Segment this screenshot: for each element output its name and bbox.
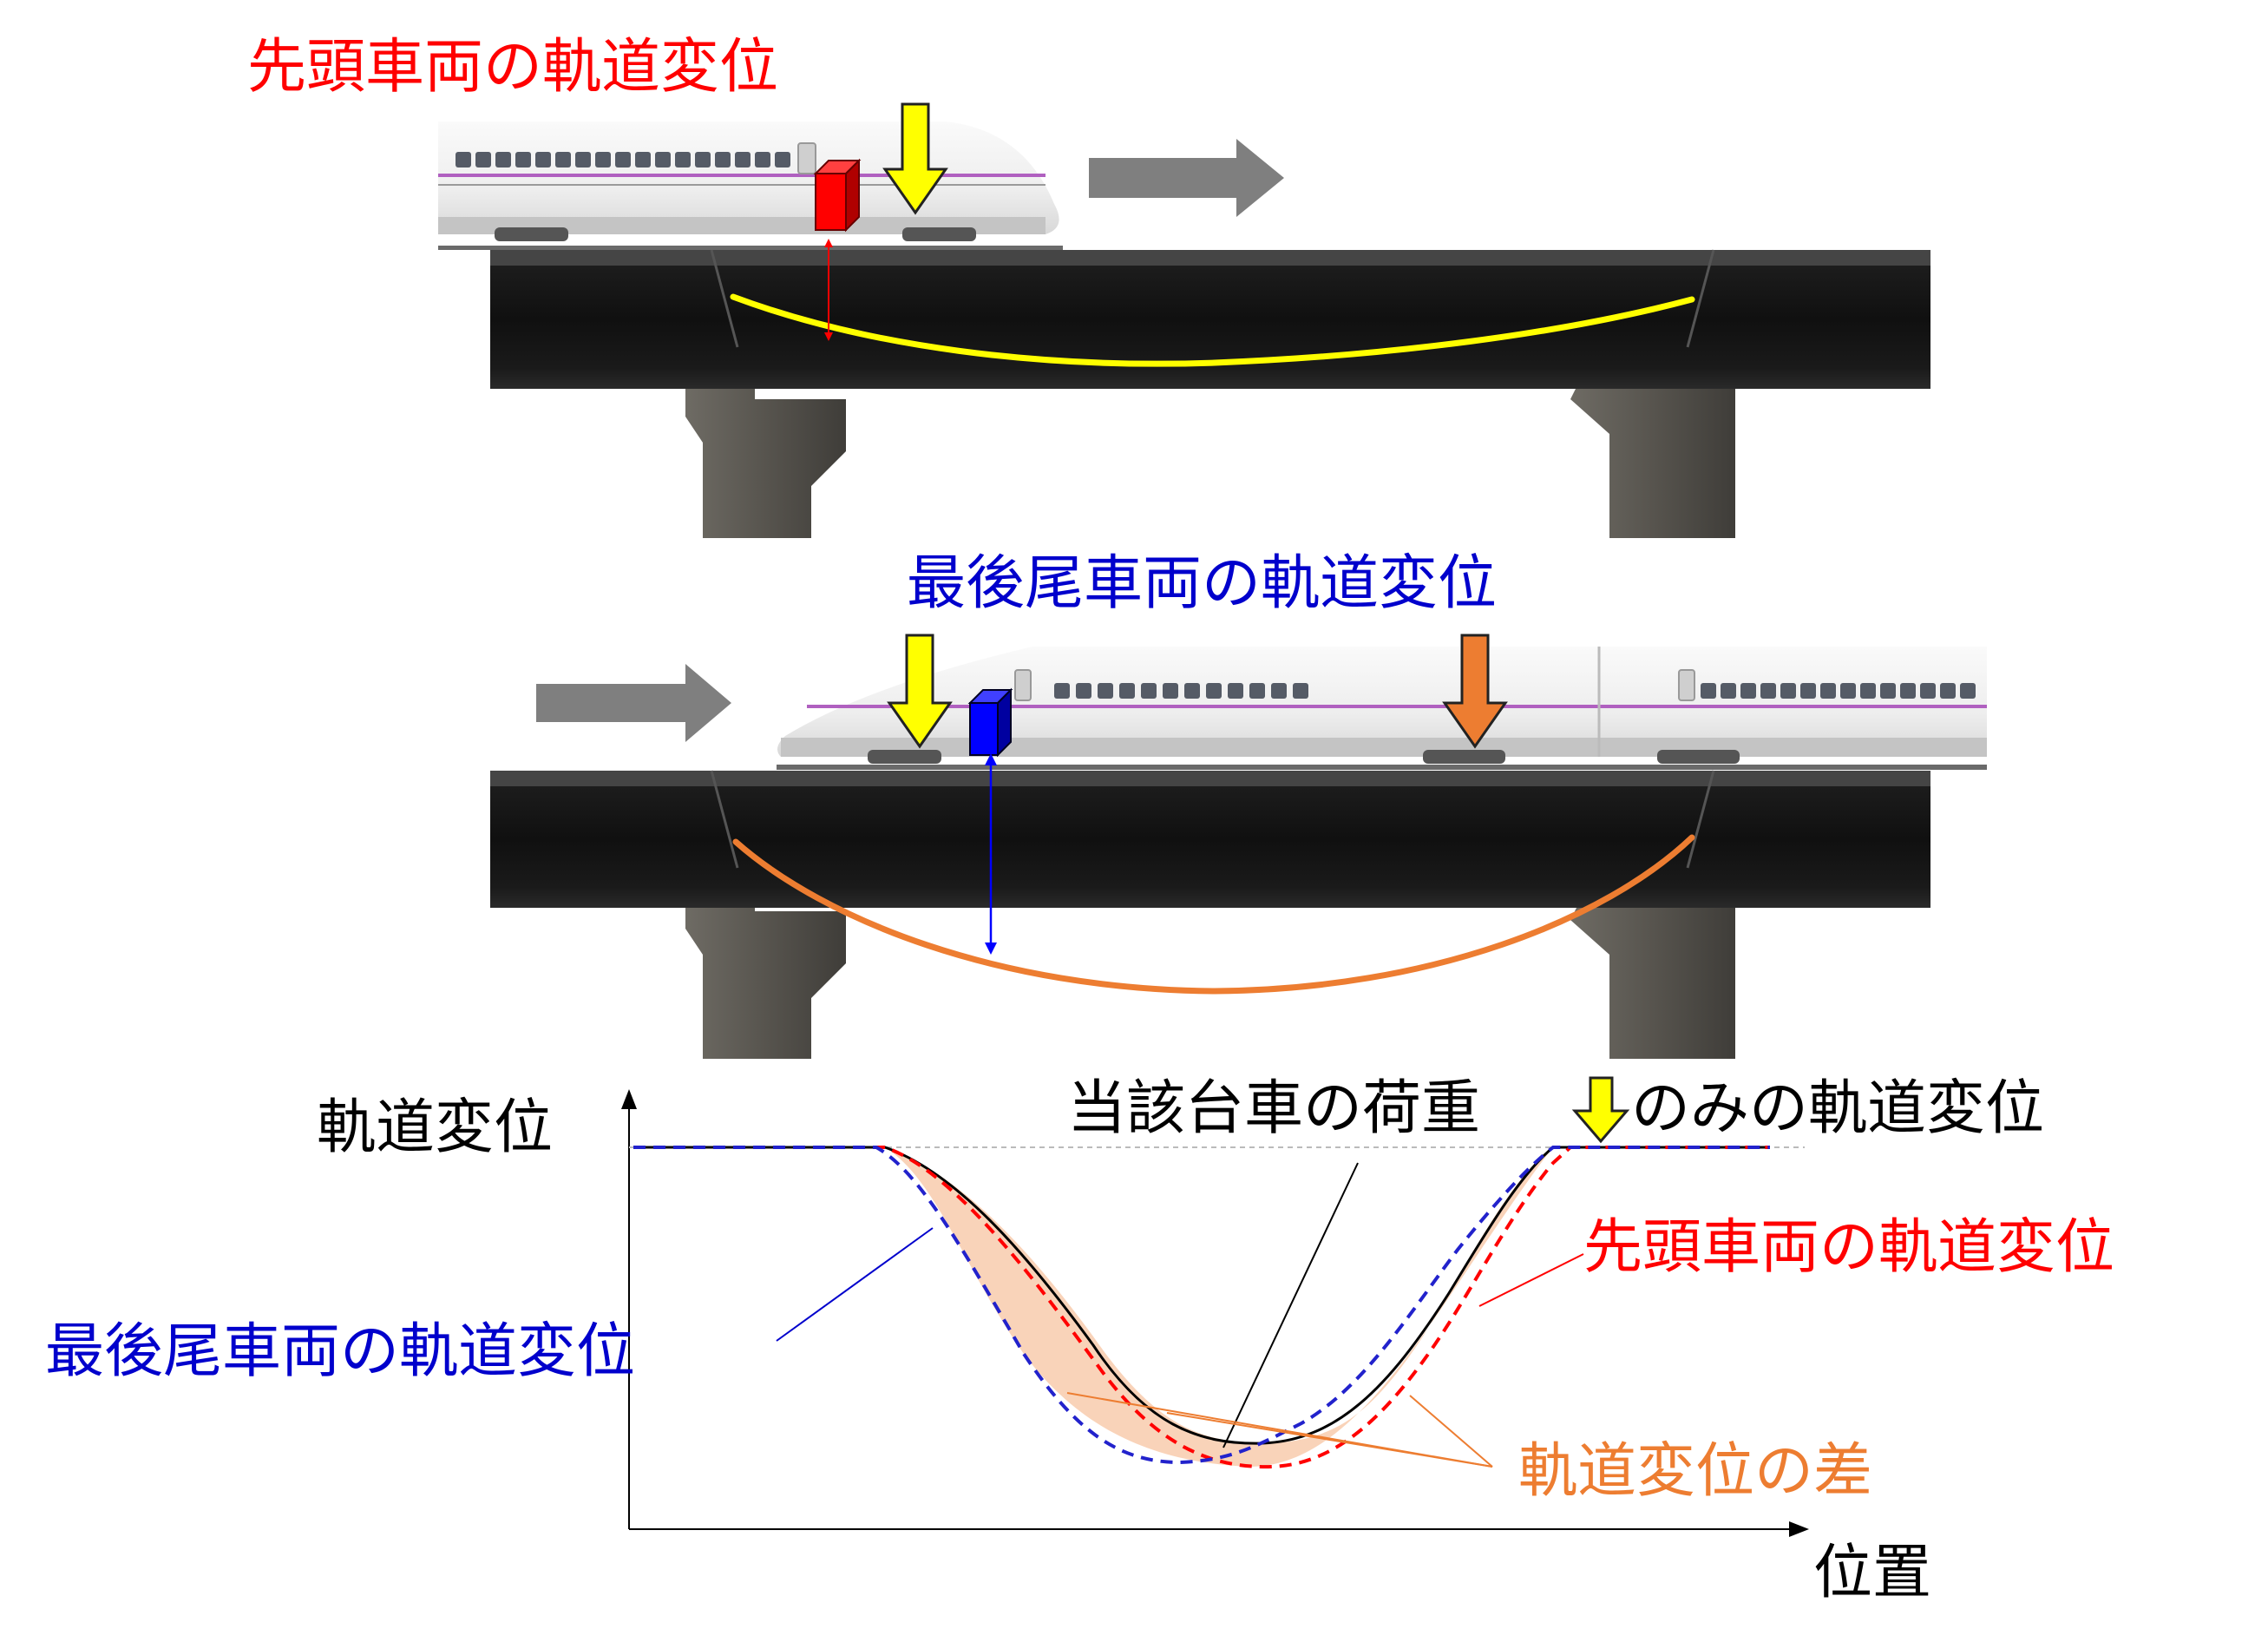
- direction-arrow-icon: [1089, 139, 1284, 217]
- rail-bottom: [777, 765, 1987, 770]
- train-window: [555, 152, 571, 167]
- train-window: [1920, 683, 1936, 699]
- bridge-girder-top: [490, 249, 1930, 389]
- top-panel-label: 先頭車両の軌道変位: [247, 33, 778, 102]
- train-window: [595, 152, 611, 167]
- yellow-load-arrow-icon: [887, 634, 953, 749]
- train-window: [1271, 683, 1287, 699]
- train-windows: [1054, 683, 1976, 699]
- train-window: [1228, 683, 1243, 699]
- tail-car-curve: [633, 1146, 1770, 1465]
- train-window: [755, 152, 770, 167]
- train-window: [1163, 683, 1178, 699]
- train-window: [1900, 683, 1916, 699]
- train-window: [1054, 683, 1070, 699]
- train-window: [575, 152, 591, 167]
- leader-bogie: [1222, 1162, 1359, 1448]
- train-window: [456, 152, 471, 167]
- x-axis-arrowhead: [1789, 1521, 1809, 1537]
- train-window: [1740, 683, 1756, 699]
- train-window: [1860, 683, 1876, 699]
- difference-annotation: 軌道変位の差: [1518, 1437, 1872, 1506]
- train-window: [695, 152, 711, 167]
- tail-deflection-curve: [732, 834, 1695, 995]
- y-axis-label: 軌道変位: [317, 1094, 553, 1162]
- train-window: [635, 152, 651, 167]
- leader-diff-3: [1409, 1395, 1493, 1468]
- train-windows: [456, 152, 790, 167]
- train-window: [495, 152, 511, 167]
- lead-deflection-curve: [730, 293, 1695, 367]
- train-window: [1780, 683, 1796, 699]
- train-tail-cars: [777, 647, 1987, 764]
- middle-panel: 最後尾車両の軌道変位: [490, 549, 1987, 1059]
- y-axis-arrowhead: [621, 1089, 637, 1109]
- train-window: [1840, 683, 1856, 699]
- train-lead-car: [438, 122, 1059, 241]
- lead-annotation: 先頭車両の軌道変位: [1583, 1213, 2114, 1282]
- middle-panel-label: 最後尾車両の軌道変位: [907, 549, 1497, 618]
- rail-top: [438, 246, 1063, 250]
- train-window: [1076, 683, 1091, 699]
- tail-annotation: 最後尾車両の軌道変位: [45, 1317, 635, 1386]
- bogie-annotation-suffix: のみの軌道変位: [1631, 1074, 2044, 1143]
- bridge-girder-bottom: [490, 770, 1930, 908]
- train-window: [1880, 683, 1896, 699]
- tail-measure-box: [967, 687, 1013, 758]
- yellow-load-arrow-icon: [882, 102, 948, 215]
- train-window: [1721, 683, 1736, 699]
- train-window: [1820, 683, 1836, 699]
- train-window: [1940, 683, 1956, 699]
- top-panel: 先頭車両の軌道変位: [247, 33, 1930, 538]
- lead-measure-box: [813, 158, 862, 233]
- orange-load-arrow-icon: [1442, 634, 1508, 749]
- train-window: [775, 152, 790, 167]
- displacement-graph: 軌道変位 位置 当該台車の荷重 のみの軌道変位 先頭車両の軌道変位 最後尾車両の…: [45, 1074, 2114, 1607]
- displacement-difference-area: [885, 1147, 1553, 1467]
- train-window: [475, 152, 491, 167]
- leader-lead: [1478, 1253, 1584, 1307]
- leader-diff-2: [1166, 1412, 1493, 1468]
- train-window: [715, 152, 731, 167]
- yellow-load-arrow-icon: [1571, 1076, 1630, 1144]
- train-window: [535, 152, 551, 167]
- train-window: [1119, 683, 1135, 699]
- train-window: [1960, 683, 1976, 699]
- train-window: [655, 152, 671, 167]
- train-window: [1760, 683, 1776, 699]
- train-window: [735, 152, 751, 167]
- train-window: [515, 152, 531, 167]
- train-window: [615, 152, 631, 167]
- train-window: [1701, 683, 1716, 699]
- train-window: [1249, 683, 1265, 699]
- train-window: [675, 152, 691, 167]
- leader-tail: [776, 1227, 934, 1342]
- bogie-annotation-prefix: 当該台車の荷重: [1067, 1074, 1480, 1143]
- train-window: [1141, 683, 1157, 699]
- train-window: [1206, 683, 1222, 699]
- direction-arrow-icon: [536, 664, 731, 742]
- bogie-only-curve: [633, 1146, 1770, 1445]
- train-window: [1800, 683, 1816, 699]
- train-window: [1184, 683, 1200, 699]
- train-window: [1293, 683, 1308, 699]
- train-window: [1098, 683, 1113, 699]
- x-axis-label: 位置: [1813, 1539, 1931, 1607]
- lead-car-curve: [633, 1146, 1770, 1469]
